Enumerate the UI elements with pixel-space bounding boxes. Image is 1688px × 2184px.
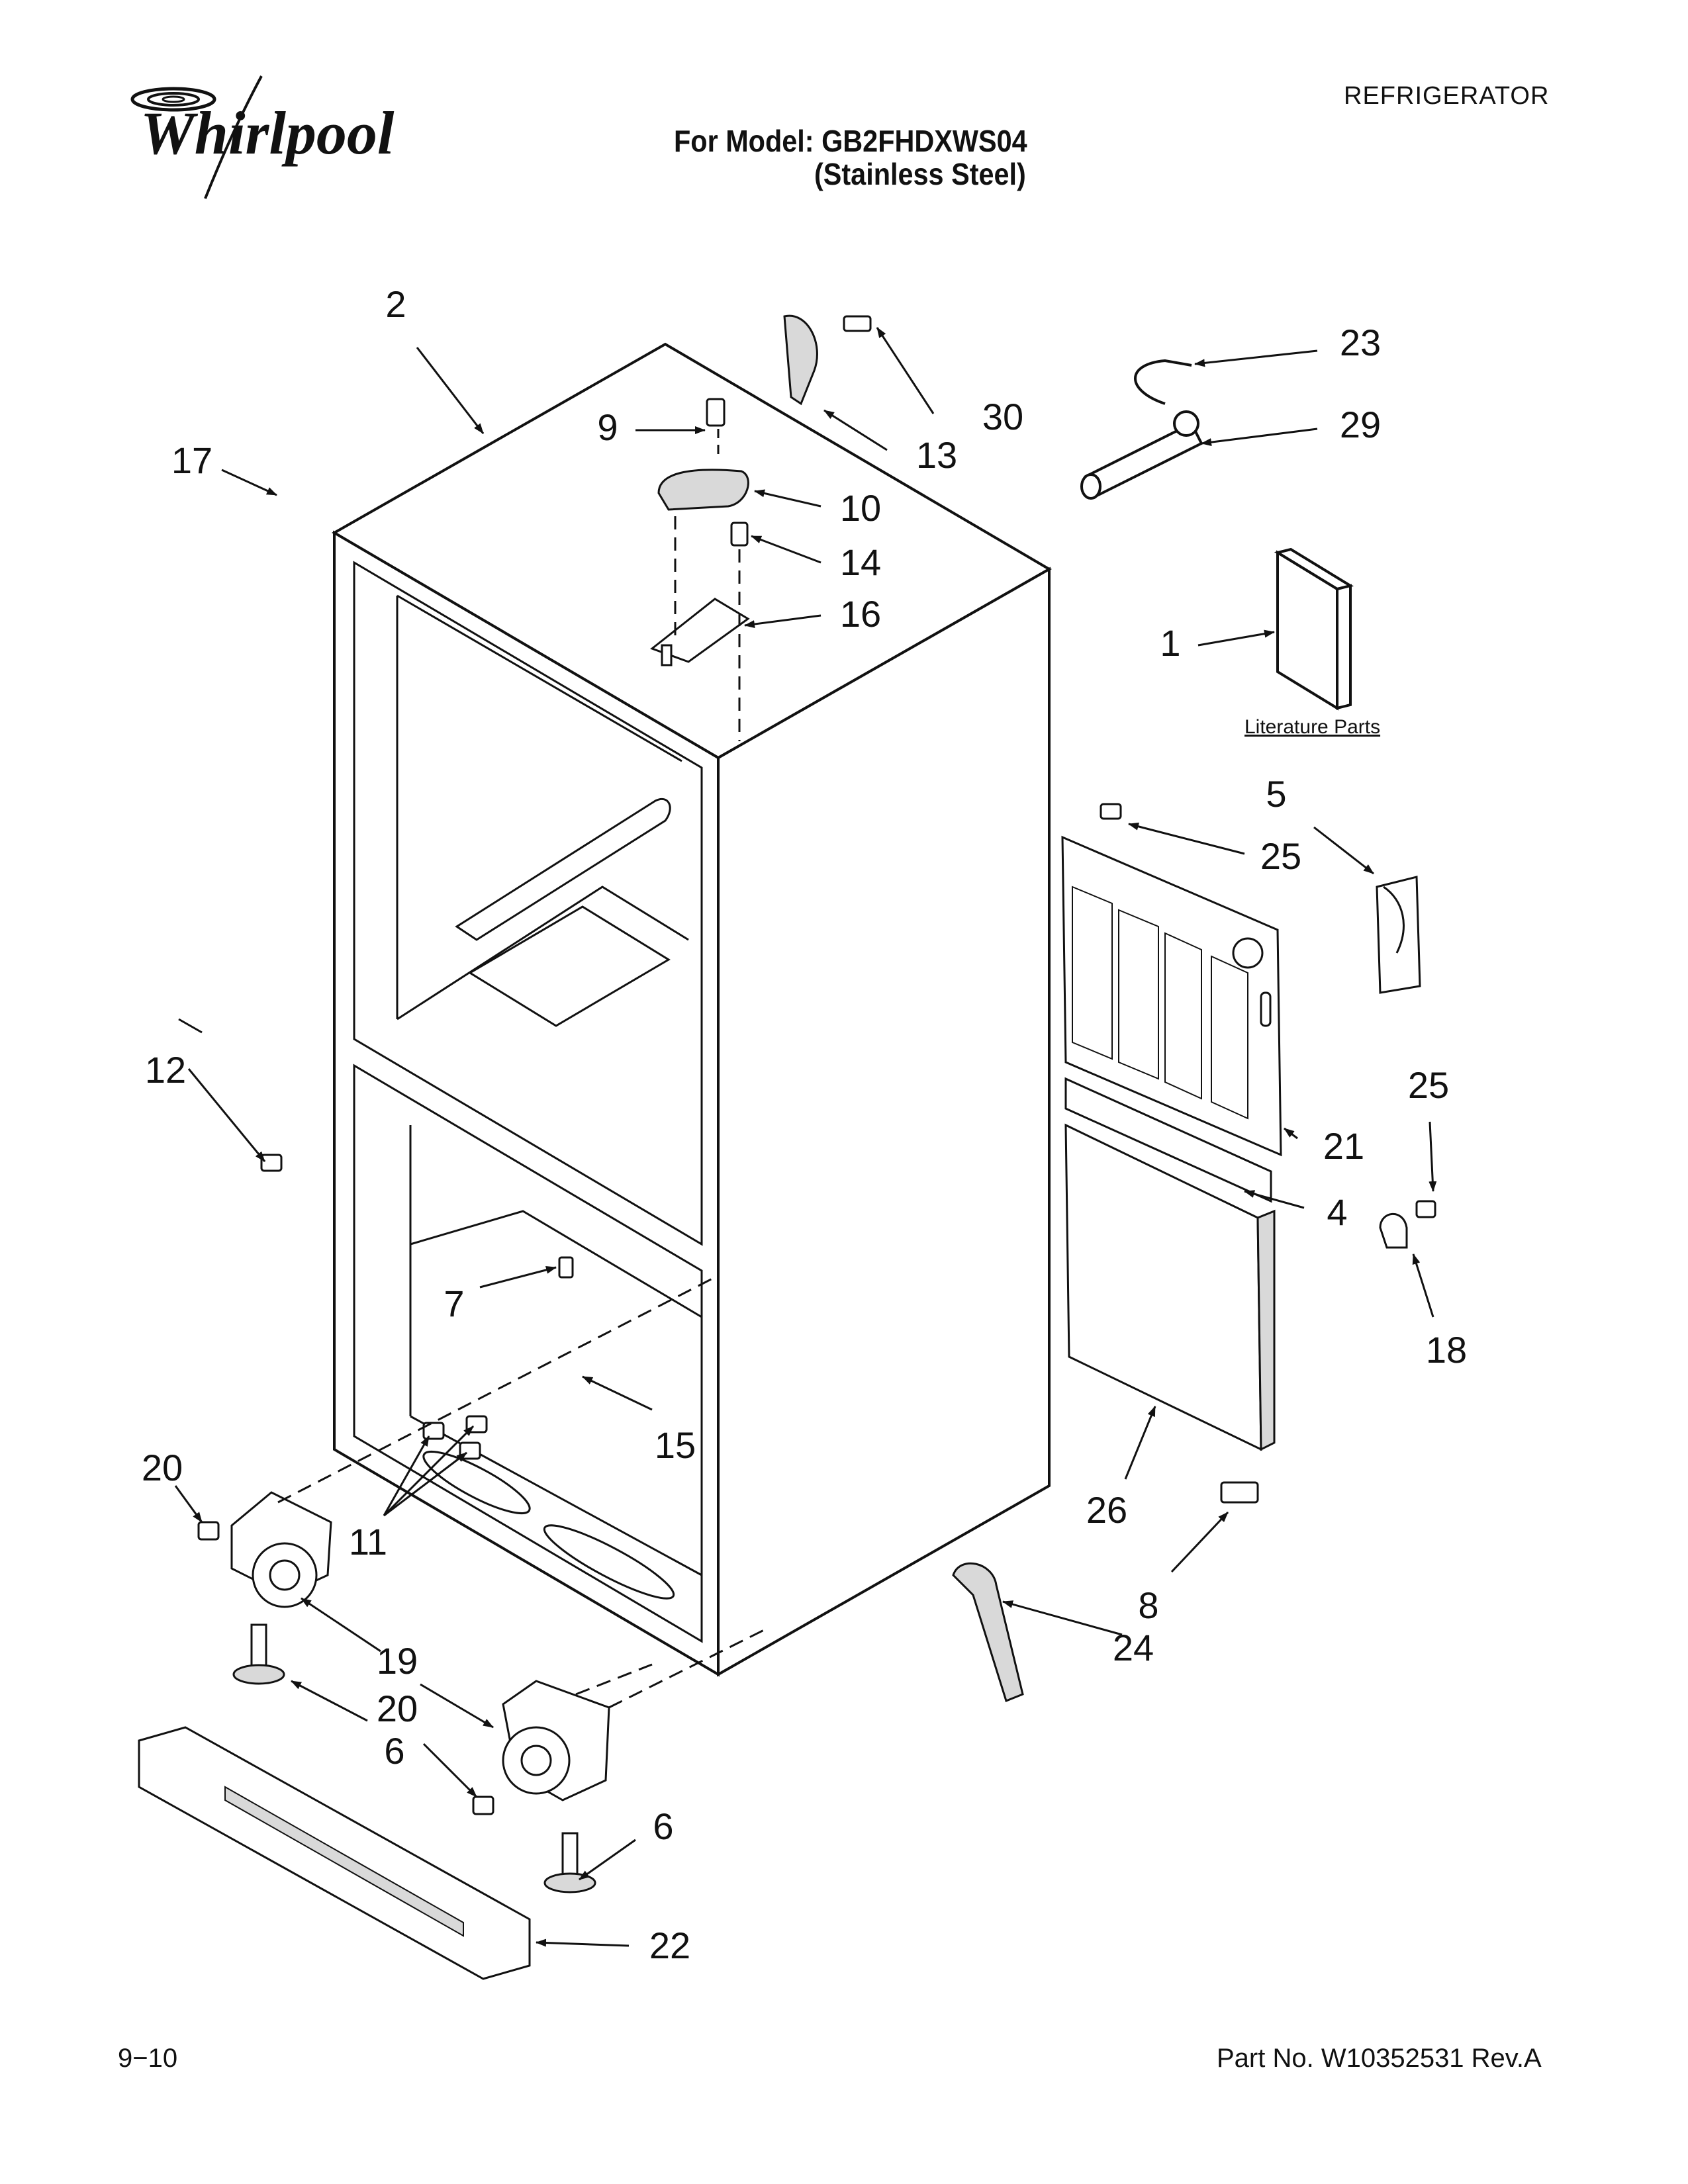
callout-19: 19 (376, 1640, 418, 1682)
cabinet (332, 342, 1052, 1677)
callout-30: 30 (982, 396, 1024, 437)
callout-23: 23 (1339, 322, 1382, 363)
screws (178, 803, 1122, 1460)
callout-15: 15 (654, 1424, 696, 1466)
model-number: For Model: GB2FHDXWS04 (674, 124, 1027, 158)
handle-part (952, 1481, 1259, 1702)
base-grille (138, 1726, 531, 1980)
callout-26: 26 (1086, 1489, 1128, 1531)
clip-part (1376, 876, 1421, 994)
callout-14: 14 (839, 541, 882, 583)
callout-16: 16 (839, 593, 882, 635)
roller-assembly-right (472, 1680, 610, 1893)
grille-panel (1061, 835, 1282, 1451)
literature-book (1274, 547, 1354, 711)
callout-10: 10 (839, 487, 882, 529)
callout-20-left: 20 (141, 1447, 183, 1488)
callout-21: 21 (1323, 1125, 1365, 1167)
callout-12: 12 (144, 1049, 187, 1091)
appliance-category: REFRIGERATOR (1344, 82, 1550, 110)
callout-6-right: 6 (653, 1805, 674, 1847)
callout-5: 5 (1266, 773, 1287, 815)
callout-29: 29 (1339, 404, 1382, 445)
callout-18: 18 (1425, 1329, 1468, 1371)
callout-4: 4 (1327, 1191, 1348, 1233)
date-code: 9−10 (118, 2044, 178, 2073)
model-finish: (Stainless Steel) (814, 157, 1026, 191)
callout-25-right: 25 (1407, 1064, 1450, 1106)
clamp-part (1379, 1200, 1436, 1249)
whirlpool-logo: Whirlpool (130, 75, 395, 199)
callout-9: 9 (597, 406, 618, 448)
callout-8: 8 (1138, 1584, 1159, 1626)
callout-13: 13 (915, 434, 958, 476)
part-number: Part No. W10352531 Rev.A (1217, 2044, 1542, 2073)
callout-25-top: 25 (1260, 835, 1302, 877)
callout-7: 7 (444, 1283, 465, 1324)
callout-17: 17 (171, 439, 213, 481)
svg-text:Whirlpool: Whirlpool (140, 99, 395, 167)
leader-arrows (174, 327, 1437, 1947)
alignment-lines (277, 1276, 769, 1709)
literature-parts-label: Literature Parts (1244, 716, 1381, 738)
water-tube-part (1080, 359, 1203, 500)
roller-assembly-left (197, 1491, 332, 1685)
callout-20-right: 20 (376, 1688, 418, 1729)
callout-1: 1 (1160, 622, 1181, 664)
callout-24: 24 (1112, 1627, 1154, 1668)
top-hinge-parts (649, 314, 872, 741)
callout-6-left: 6 (384, 1730, 405, 1772)
callout-11: 11 (348, 1521, 388, 1563)
callout-2: 2 (385, 283, 406, 325)
callout-22: 22 (649, 1925, 691, 1966)
